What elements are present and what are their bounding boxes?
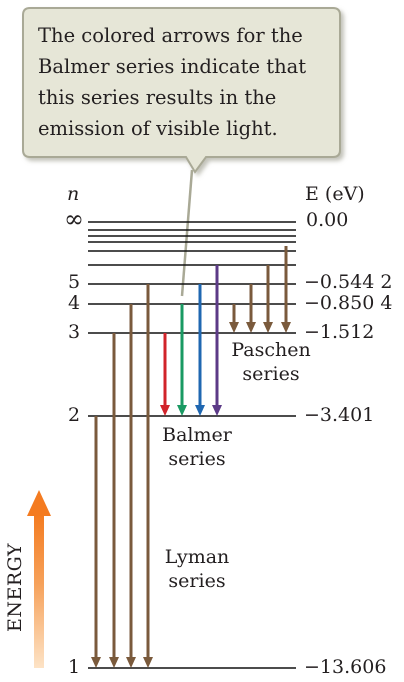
callout-line-3: this series results in the: [38, 86, 277, 109]
balmer-arrow-red: [160, 333, 170, 416]
lyman-arrow-5-1: [143, 284, 153, 668]
callout-box: [22, 7, 341, 174]
lyman-arrow-3-1: [109, 333, 119, 668]
n-label-infinity: ∞: [64, 205, 84, 233]
n-label-4: 4: [68, 292, 81, 314]
n-label-2: 2: [68, 404, 81, 426]
callout-pointer-line: [180, 169, 194, 297]
energy-levels: [88, 221, 296, 669]
balmer-arrow-blue: [195, 284, 205, 416]
n-label-5: 5: [68, 271, 81, 293]
energy-axis-label-text: E (eV): [305, 183, 365, 205]
paschen-series-label: Paschen series: [231, 339, 311, 385]
balmer-series-label: Balmer series: [162, 424, 232, 470]
paschen-arrow-4-3: [229, 304, 239, 333]
energy-vertical-label: ENERGY: [4, 542, 26, 632]
paschen-arrow-7-3: [281, 246, 291, 333]
balmer-arrow-green: [177, 304, 187, 416]
lyman-arrow-4-1: [126, 304, 136, 668]
energy-value-1: −13.606: [304, 656, 387, 678]
paschen-arrow-5-3: [246, 284, 256, 333]
transition-arrows: [91, 246, 291, 668]
callout-text: The colored arrows for the Balmer series…: [38, 20, 348, 144]
energy-value-infinity: 0.00: [306, 209, 349, 231]
lyman-arrow-2-1: [91, 416, 101, 668]
energy-value-4: −0.850 4: [304, 292, 393, 314]
energy-value-5: −0.544 2: [304, 271, 393, 293]
balmer-arrow-violet: [212, 265, 222, 416]
callout-line-4: emission of visible light.: [38, 117, 278, 140]
energy-arrow: [27, 490, 51, 668]
callout-line-2: Balmer series indicate that: [38, 55, 307, 78]
energy-axis-label: E (eV): [305, 183, 365, 205]
energy-value-2: −3.401: [304, 404, 375, 426]
callout-line-1: The colored arrows for the: [38, 24, 303, 47]
n-label-1: 1: [68, 656, 81, 678]
paschen-arrow-6-3: [263, 265, 273, 333]
energy-value-3: −1.512: [304, 321, 375, 343]
lyman-series-label: Lyman series: [164, 546, 230, 592]
n-axis-label: n: [67, 183, 80, 205]
n-label-3: 3: [68, 321, 81, 343]
